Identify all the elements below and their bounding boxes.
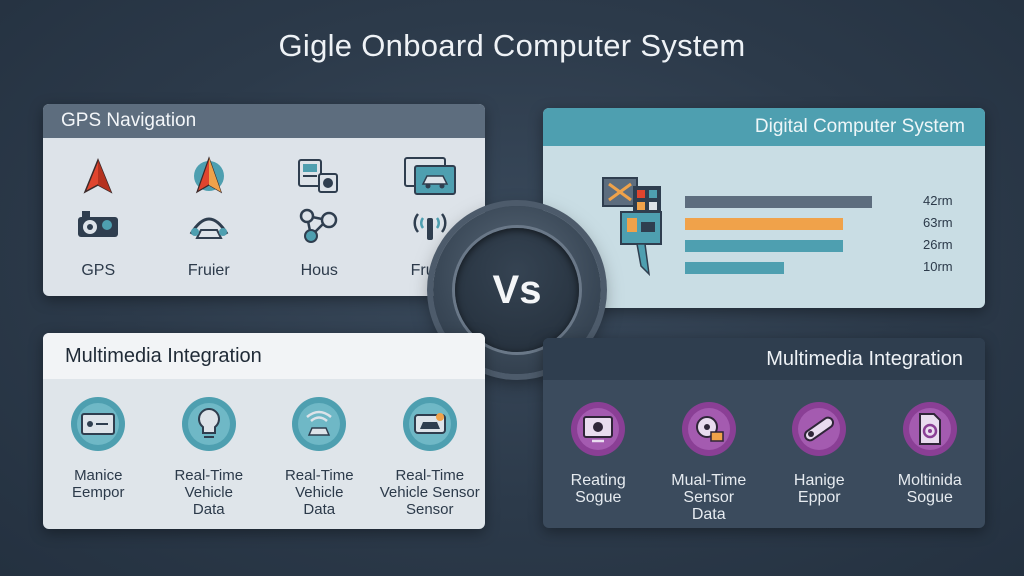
nodes-icon[interactable] (264, 204, 375, 248)
gear-map-icon[interactable] (43, 204, 154, 248)
network-car-icon[interactable] (154, 204, 265, 248)
lightbulb-icon[interactable] (154, 395, 265, 453)
mm-right-label-1: Reating Sogue (570, 472, 626, 506)
compass-arrow-icon[interactable] (154, 154, 265, 198)
vs-label: Vs (455, 228, 579, 352)
mm-right-label-4: Moltinida Sogue (897, 472, 962, 506)
computer-screens-icon (599, 174, 673, 283)
gps-panel-header: GPS Navigation (43, 104, 485, 138)
wifi-car-icon[interactable] (264, 395, 375, 453)
screen-icon[interactable] (543, 400, 654, 458)
tools-icon[interactable] (764, 400, 875, 458)
mm-left-label-3: Real-Time Vehicle Data (284, 467, 354, 518)
media-icon[interactable] (654, 400, 765, 458)
multimedia-left-header: Multimedia Integration (43, 333, 485, 379)
page-title: Gigle Onboard Computer System (278, 28, 746, 63)
bar-value-label: 63rm (923, 215, 953, 230)
bar-3 (685, 240, 843, 252)
document-gear-icon[interactable] (875, 400, 986, 458)
bar-value-label: 10rm (923, 259, 953, 274)
monitor-icon[interactable] (43, 395, 154, 453)
digital-computer-panel: Digital Computer System 42rm 63rm 26rm 10rm (543, 108, 985, 308)
arrow-icon[interactable] (43, 154, 154, 198)
gps-label-hous: Hous (300, 262, 338, 279)
mm-right-label-3: Hanige Eppor (793, 472, 845, 506)
signal-icon[interactable] (375, 204, 486, 248)
gps-navigation-panel: GPS Navigation GPS Fruier Hous Fruer (43, 104, 485, 296)
bar-4 (685, 262, 784, 274)
gps-label-fruier: Fruier (187, 262, 230, 279)
sensor-car-icon[interactable] (375, 395, 486, 453)
multimedia-left-panel: Multimedia Integration Manice Eempor Rea… (43, 333, 485, 529)
digital-panel-header: Digital Computer System (543, 108, 985, 146)
mm-left-label-1: Manice Eempor (71, 467, 125, 501)
bar-value-label: 26rm (923, 237, 953, 252)
bar-1 (685, 196, 872, 208)
bar-value-label: 42rm (923, 193, 953, 208)
gps-label-gps: GPS (81, 262, 116, 279)
mm-right-label-2: Mual-Time Sensor Data (671, 472, 747, 523)
mm-left-label-2: Real-Time Vehicle Data (174, 467, 244, 518)
mm-left-label-4: Real-Time Vehicle Sensor Sensor (379, 467, 480, 518)
multimedia-right-panel: Multimedia Integration Reating Sogue Mua… (543, 338, 985, 528)
multimedia-right-header: Multimedia Integration (543, 338, 985, 380)
car-screen-icon[interactable] (375, 154, 486, 198)
device-icon[interactable] (264, 154, 375, 198)
bar-2 (685, 218, 843, 230)
